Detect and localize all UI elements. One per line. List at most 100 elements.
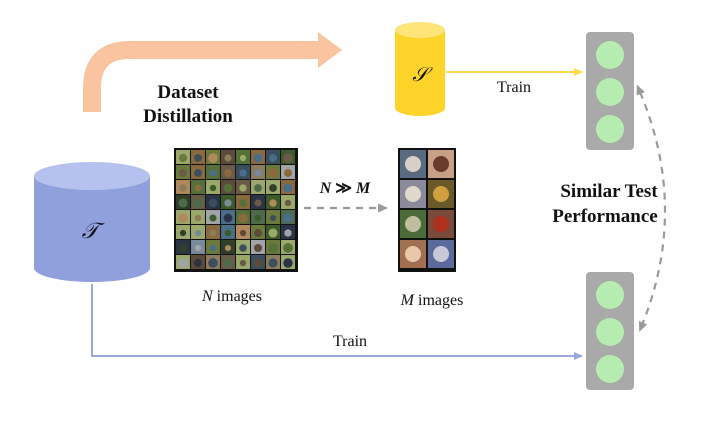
relation-right: M (355, 180, 371, 197)
source-dataset-cylinder: 𝒯 (34, 162, 150, 282)
train-label-bottom: Train (333, 333, 367, 350)
synthetic-images-label: M images (400, 292, 464, 309)
real-image-thumbnail-subject (283, 153, 293, 163)
real-image-thumbnail-subject (178, 198, 188, 208)
real-image-thumbnail-subject (269, 199, 277, 207)
synthetic-image-thumbnail-subject (433, 246, 449, 262)
real-image-thumbnail-subject (179, 169, 187, 177)
real-image-thumbnail-subject (238, 213, 248, 223)
comparison-label-line1: Similar Test (560, 181, 658, 202)
real-image-thumbnail-subject (178, 153, 188, 163)
train-arrow-bottom (91, 284, 583, 360)
synthetic-images-grid (398, 148, 456, 272)
real-image-thumbnail-subject (208, 258, 218, 268)
model-top-node-3 (596, 115, 624, 143)
model-bottom-node-1 (596, 281, 624, 309)
relation-left: N (319, 180, 333, 197)
distillation-arrow (83, 32, 342, 112)
real-image-thumbnail-subject (224, 169, 232, 177)
model-bottom (586, 272, 634, 390)
real-image-thumbnail-subject (284, 199, 292, 207)
real-image-thumbnail-subject (224, 229, 232, 237)
model-top-node-2 (596, 78, 624, 106)
real-image-thumbnail-subject (224, 199, 232, 207)
real-image-thumbnail-subject (254, 229, 262, 237)
comparison-label-line2: Performance (552, 206, 658, 227)
real-image-thumbnail-subject (223, 258, 233, 268)
train-label-top: Train (497, 79, 531, 96)
synthetic-image-thumbnail-subject (405, 156, 421, 172)
synthetic-image-thumbnail-subject (433, 216, 449, 232)
synthetic-images-count-var: M (400, 292, 416, 309)
real-images-label-rest: images (213, 288, 262, 305)
real-image-thumbnail-subject (253, 153, 263, 163)
real-image-thumbnail-subject (194, 229, 202, 237)
real-images-grid (174, 148, 298, 272)
real-image-thumbnail-subject (178, 213, 188, 223)
real-image-thumbnail-subject (179, 184, 187, 192)
real-image-thumbnail-subject (254, 214, 262, 222)
real-image-thumbnail-subject (209, 244, 217, 252)
synthetic-image-thumbnail-subject (433, 186, 449, 202)
real-image-thumbnail-subject (283, 183, 293, 193)
synthetic-image-thumbnail-subject (433, 156, 449, 172)
real-image-thumbnail-subject (223, 183, 233, 193)
real-image-thumbnail-subject (284, 169, 292, 177)
real-image-thumbnail-subject (208, 198, 218, 208)
real-image-thumbnail-subject (254, 169, 262, 177)
synthetic-image-thumbnail-subject (405, 216, 421, 232)
real-images-label: N images (201, 288, 262, 305)
real-image-thumbnail-subject (193, 198, 203, 208)
relation-op: ≫ (331, 180, 356, 197)
real-image-thumbnail-subject (223, 213, 233, 223)
synthetic-images-label-rest: images (414, 292, 463, 309)
real-image-thumbnail-subject (253, 243, 263, 253)
real-image-thumbnail-subject (239, 199, 247, 207)
real-image-thumbnail-subject (239, 154, 247, 162)
real-image-thumbnail-subject (178, 258, 188, 268)
synthetic-image-thumbnail-subject (405, 186, 421, 202)
real-image-thumbnail-subject (194, 214, 202, 222)
real-images-count-var: N (201, 288, 214, 305)
model-bottom-node-2 (596, 318, 624, 346)
model-top-node-1 (596, 41, 624, 69)
synthetic-image-thumbnail-subject (405, 246, 421, 262)
real-image-thumbnail-subject (209, 169, 217, 177)
real-image-thumbnail-subject (269, 154, 277, 162)
real-image-thumbnail-subject (268, 228, 278, 238)
real-image-thumbnail-subject (283, 243, 293, 253)
real-image-thumbnail-subject (268, 168, 278, 178)
real-image-thumbnail-subject (268, 243, 278, 253)
real-image-thumbnail-subject (284, 229, 292, 237)
real-image-thumbnail-subject (268, 258, 278, 268)
model-bottom-node-3 (596, 355, 624, 383)
real-image-thumbnail-subject (254, 184, 262, 192)
real-image-thumbnail-subject (254, 199, 262, 207)
real-image-thumbnail-subject (239, 229, 247, 237)
real-image-thumbnail-subject (194, 244, 202, 252)
real-image-thumbnail-subject (178, 243, 188, 253)
real-image-thumbnail-subject (269, 184, 277, 192)
distillation-title-line2: Distillation (143, 106, 233, 127)
real-image-thumbnail-subject (224, 244, 232, 252)
real-image-thumbnail-subject (283, 258, 293, 268)
real-image-thumbnail-subject (194, 169, 202, 177)
real-image-thumbnail-subject (194, 184, 202, 192)
relation-label: N ≫ M (319, 180, 371, 197)
real-image-thumbnail-subject (194, 154, 202, 162)
model-top (586, 32, 634, 150)
real-image-thumbnail-subject (209, 229, 217, 237)
real-image-thumbnail-subject (239, 244, 247, 252)
real-image-thumbnail-subject (179, 229, 187, 237)
real-image-thumbnail-subject (224, 154, 232, 162)
real-image-thumbnail-subject (283, 213, 293, 223)
real-image-thumbnail-subject (194, 259, 202, 267)
real-image-thumbnail-subject (239, 184, 247, 192)
real-image-thumbnail-subject (239, 259, 247, 267)
synthetic-dataset-cylinder: 𝒮 (395, 22, 445, 116)
real-image-thumbnail-subject (209, 214, 217, 222)
real-image-thumbnail-subject (253, 258, 263, 268)
distillation-title-line1: Dataset (157, 82, 219, 103)
